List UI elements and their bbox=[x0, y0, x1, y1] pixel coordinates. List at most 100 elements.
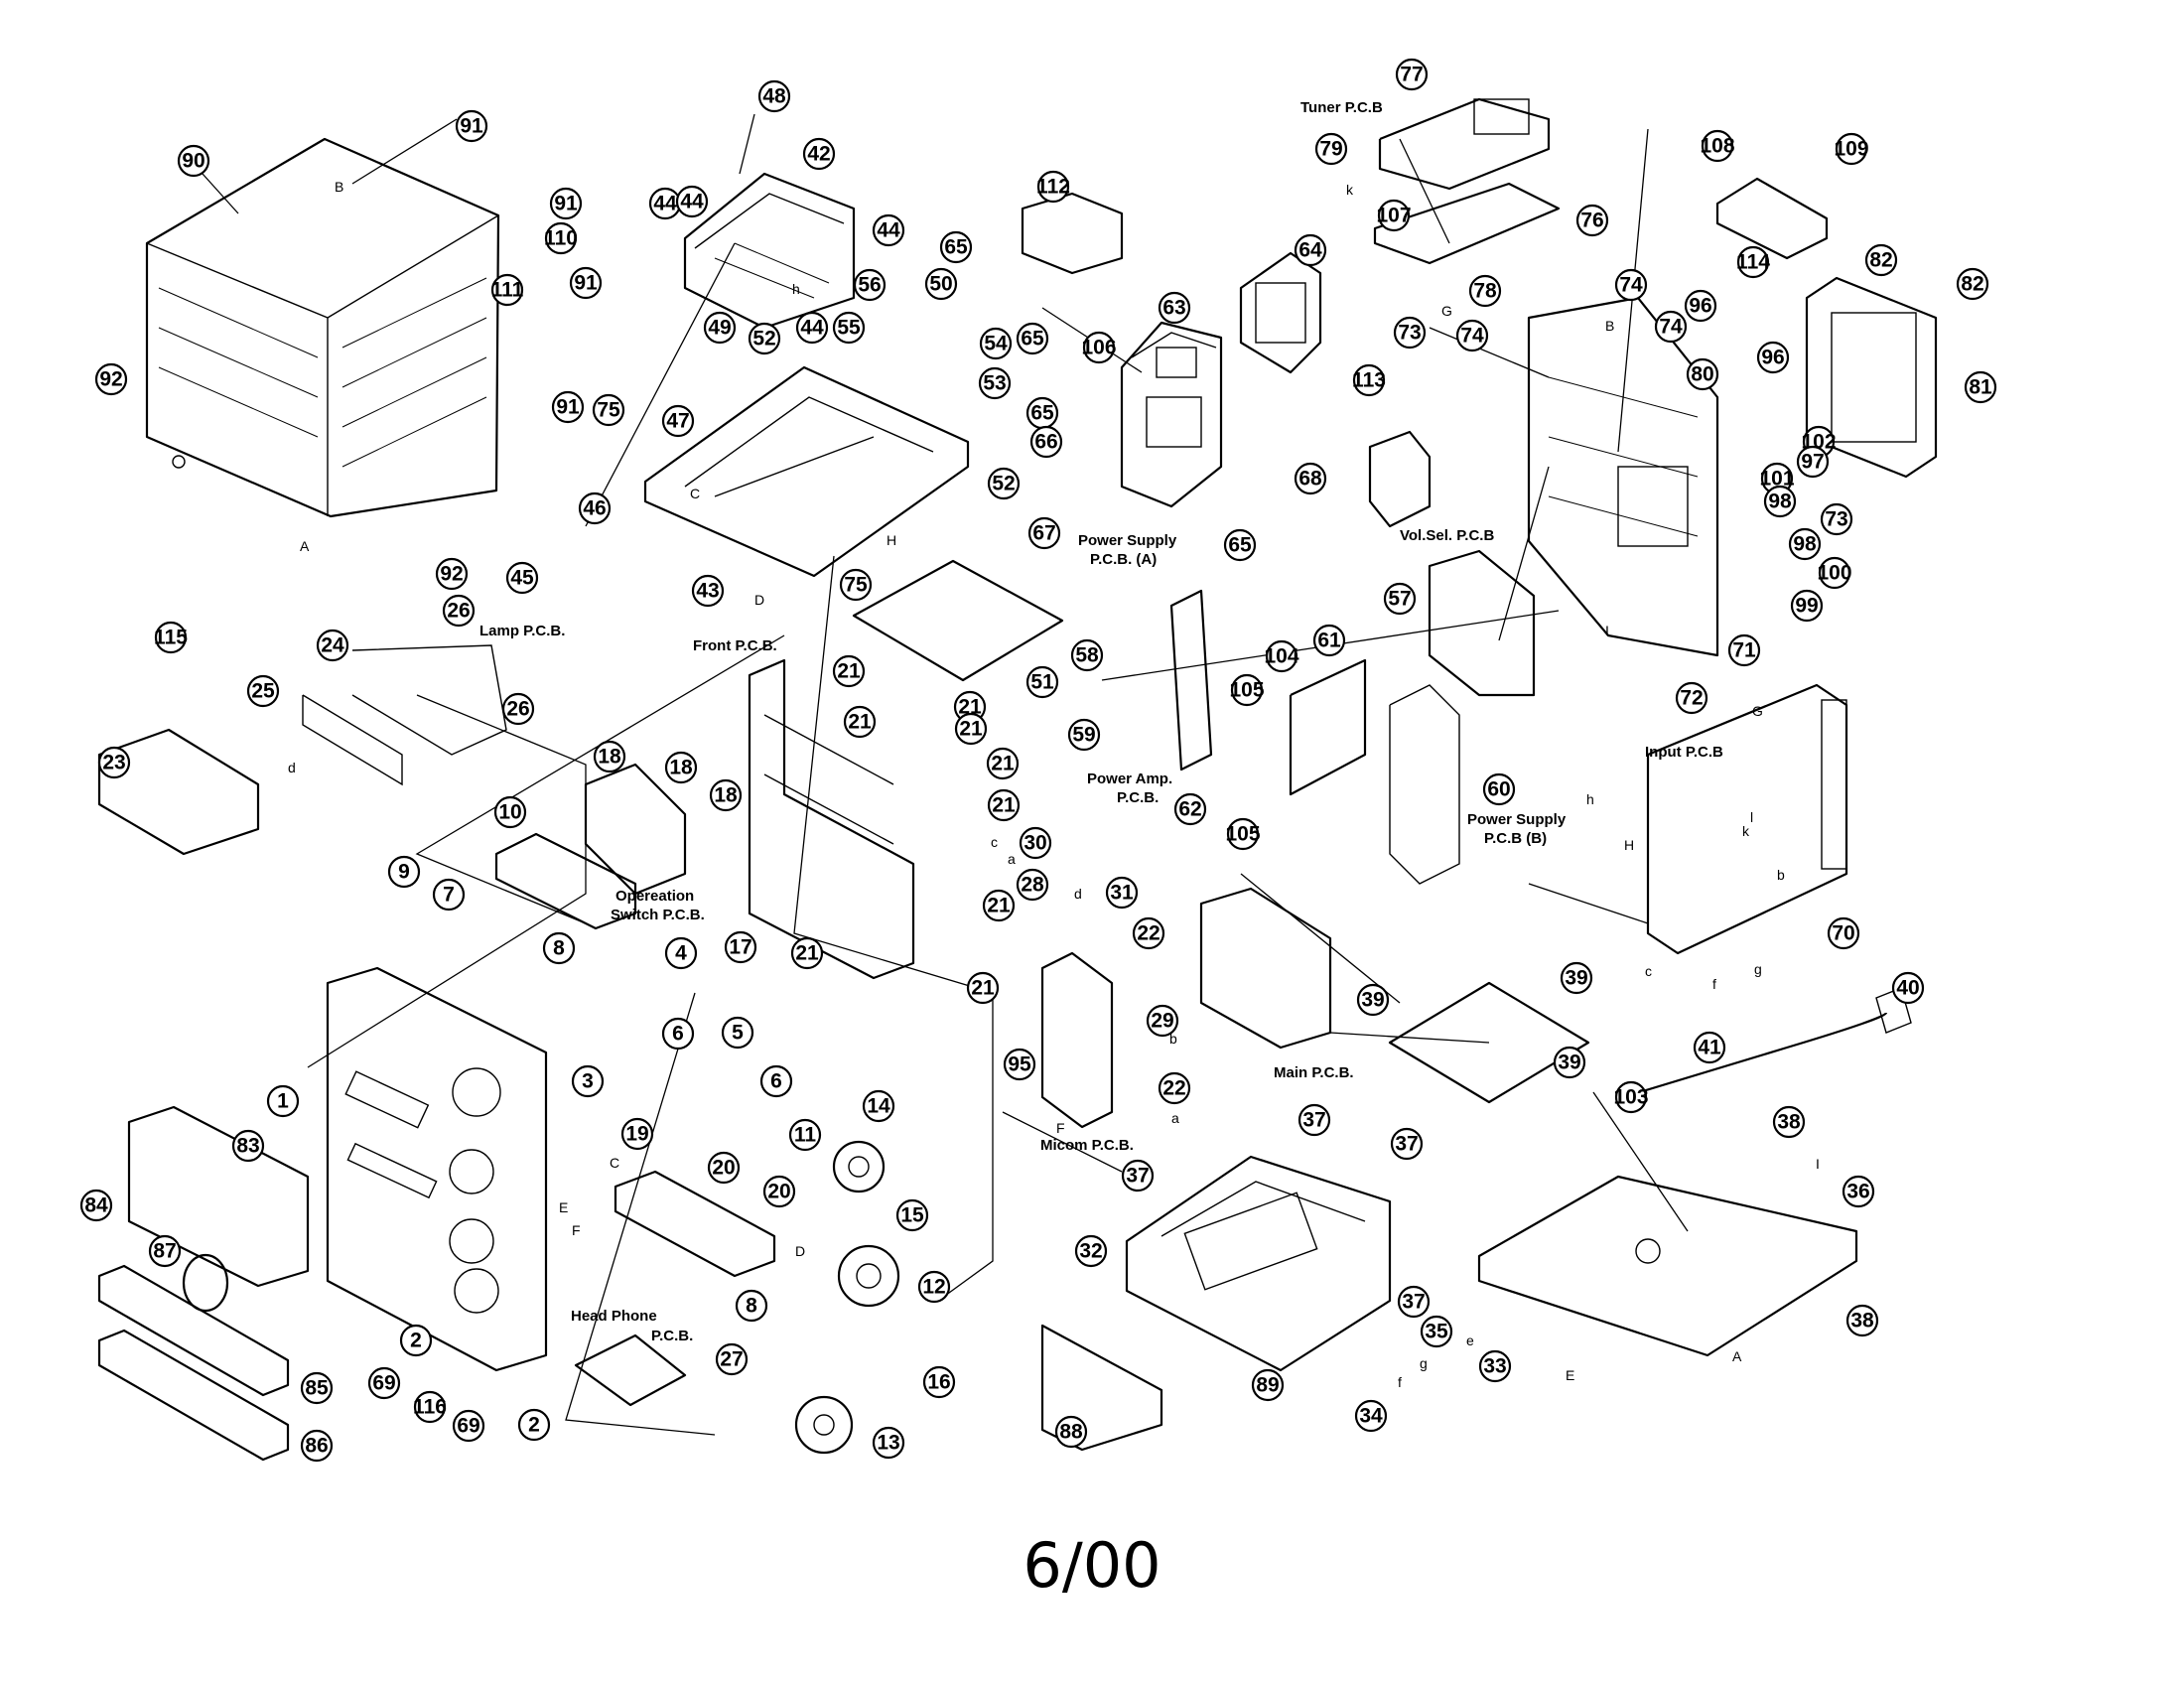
callout-53: 53 bbox=[978, 366, 1012, 400]
callout-91: 91 bbox=[551, 390, 585, 424]
svg-text:52: 52 bbox=[752, 328, 775, 351]
letter: I bbox=[1816, 1156, 1820, 1172]
svg-text:76: 76 bbox=[1580, 210, 1603, 232]
svg-text:71: 71 bbox=[1732, 639, 1756, 662]
svg-text:95: 95 bbox=[1008, 1053, 1031, 1076]
svg-text:57: 57 bbox=[1388, 588, 1411, 611]
label-power-supply-b-1: Power Supply bbox=[1467, 811, 1567, 828]
svg-text:10: 10 bbox=[498, 801, 521, 824]
callout-86: 86 bbox=[300, 1429, 334, 1463]
callout-34: 34 bbox=[1354, 1399, 1388, 1433]
svg-text:46: 46 bbox=[583, 497, 606, 520]
svg-text:87: 87 bbox=[153, 1240, 176, 1263]
svg-text:18: 18 bbox=[598, 746, 621, 769]
svg-text:45: 45 bbox=[510, 567, 534, 590]
callout-50: 50 bbox=[924, 267, 958, 301]
gear-mechanism-12 bbox=[837, 1244, 900, 1308]
letter: C bbox=[610, 1155, 619, 1171]
gear-mechanism-13 bbox=[794, 1395, 854, 1455]
svg-text:105: 105 bbox=[1229, 679, 1264, 702]
callout-61: 61 bbox=[1312, 624, 1346, 657]
svg-text:20: 20 bbox=[712, 1157, 735, 1180]
svg-text:54: 54 bbox=[984, 333, 1008, 355]
label-power-amp-1: Power Amp. bbox=[1087, 771, 1172, 787]
callout-21: 21 bbox=[843, 705, 877, 739]
board-labels: Tuner P.C.B Lamp P.C.B. Front P.C.B. Pow… bbox=[479, 99, 1723, 1344]
letter: b bbox=[1169, 1031, 1177, 1047]
svg-text:33: 33 bbox=[1483, 1355, 1506, 1378]
svg-text:20: 20 bbox=[767, 1181, 790, 1203]
letter: A bbox=[1732, 1348, 1742, 1364]
rear-cover-plate bbox=[1715, 177, 1829, 260]
callout-43: 43 bbox=[691, 574, 725, 608]
callout-35: 35 bbox=[1420, 1315, 1453, 1348]
callout-44: 44 bbox=[648, 187, 682, 220]
letter: H bbox=[1624, 837, 1634, 853]
power-transformer bbox=[1120, 321, 1223, 508]
letter: a bbox=[1008, 851, 1016, 867]
callout-16: 16 bbox=[922, 1365, 956, 1399]
svg-text:69: 69 bbox=[457, 1415, 479, 1438]
display-window bbox=[127, 1105, 310, 1288]
callout-74: 74 bbox=[1654, 310, 1688, 344]
svg-text:90: 90 bbox=[182, 150, 205, 173]
svg-text:15: 15 bbox=[900, 1204, 924, 1227]
letter: e bbox=[1466, 1333, 1474, 1348]
callout-37: 37 bbox=[1390, 1127, 1424, 1161]
callout-78: 78 bbox=[1468, 274, 1502, 308]
svg-text:111: 111 bbox=[491, 279, 524, 302]
callout-72: 72 bbox=[1675, 681, 1708, 715]
callout-18: 18 bbox=[664, 751, 698, 784]
svg-text:81: 81 bbox=[1969, 376, 1992, 399]
svg-text:1: 1 bbox=[277, 1090, 289, 1113]
callout-10: 10 bbox=[493, 795, 527, 829]
svg-text:16: 16 bbox=[927, 1371, 950, 1394]
callout-2: 2 bbox=[517, 1408, 551, 1442]
lamp-assembly bbox=[97, 644, 507, 856]
svg-text:37: 37 bbox=[1395, 1133, 1418, 1156]
svg-text:32: 32 bbox=[1079, 1240, 1102, 1263]
callout-65: 65 bbox=[1223, 528, 1257, 562]
svg-text:38: 38 bbox=[1777, 1111, 1801, 1134]
callout-88: 88 bbox=[1054, 1415, 1088, 1449]
svg-text:5: 5 bbox=[732, 1022, 744, 1045]
svg-text:91: 91 bbox=[460, 115, 483, 138]
front-panel-assembly bbox=[326, 966, 548, 1372]
callout-87: 87 bbox=[148, 1234, 182, 1268]
svg-text:110: 110 bbox=[544, 227, 578, 250]
svg-text:73: 73 bbox=[1398, 322, 1421, 345]
svg-text:75: 75 bbox=[844, 574, 868, 597]
svg-text:30: 30 bbox=[1024, 832, 1046, 855]
callout-26: 26 bbox=[501, 692, 535, 726]
callout-108: 108 bbox=[1700, 129, 1735, 163]
cd-changer-mechanism bbox=[1125, 1155, 1392, 1372]
svg-text:22: 22 bbox=[1137, 922, 1160, 945]
callout-37: 37 bbox=[1121, 1159, 1155, 1193]
svg-text:14: 14 bbox=[867, 1095, 890, 1118]
letter: h bbox=[792, 281, 800, 297]
callout-18: 18 bbox=[593, 740, 626, 773]
callout-65: 65 bbox=[1025, 396, 1059, 430]
callout-48: 48 bbox=[757, 79, 791, 113]
svg-text:44: 44 bbox=[680, 191, 704, 213]
svg-text:83: 83 bbox=[236, 1135, 259, 1158]
callout-111: 111 bbox=[491, 273, 524, 307]
letter: E bbox=[1566, 1367, 1574, 1383]
callout-41: 41 bbox=[1693, 1031, 1726, 1064]
svg-text:99: 99 bbox=[1795, 595, 1818, 618]
shield-plate-51 bbox=[852, 559, 1064, 682]
svg-text:109: 109 bbox=[1834, 138, 1868, 161]
bottom-chassis bbox=[1477, 1175, 1858, 1357]
callout-104: 104 bbox=[1264, 639, 1299, 673]
letter: k bbox=[1742, 823, 1750, 839]
power-amp-board bbox=[1169, 589, 1213, 772]
svg-text:96: 96 bbox=[1689, 295, 1711, 318]
callout-22: 22 bbox=[1158, 1071, 1191, 1105]
power-supply-b-board bbox=[1289, 658, 1460, 885]
letter: B bbox=[335, 179, 343, 195]
letter: D bbox=[754, 592, 764, 608]
svg-text:115: 115 bbox=[154, 627, 188, 649]
callout-39: 39 bbox=[1560, 961, 1593, 995]
svg-text:11: 11 bbox=[794, 1124, 817, 1147]
callout-45: 45 bbox=[505, 561, 539, 595]
